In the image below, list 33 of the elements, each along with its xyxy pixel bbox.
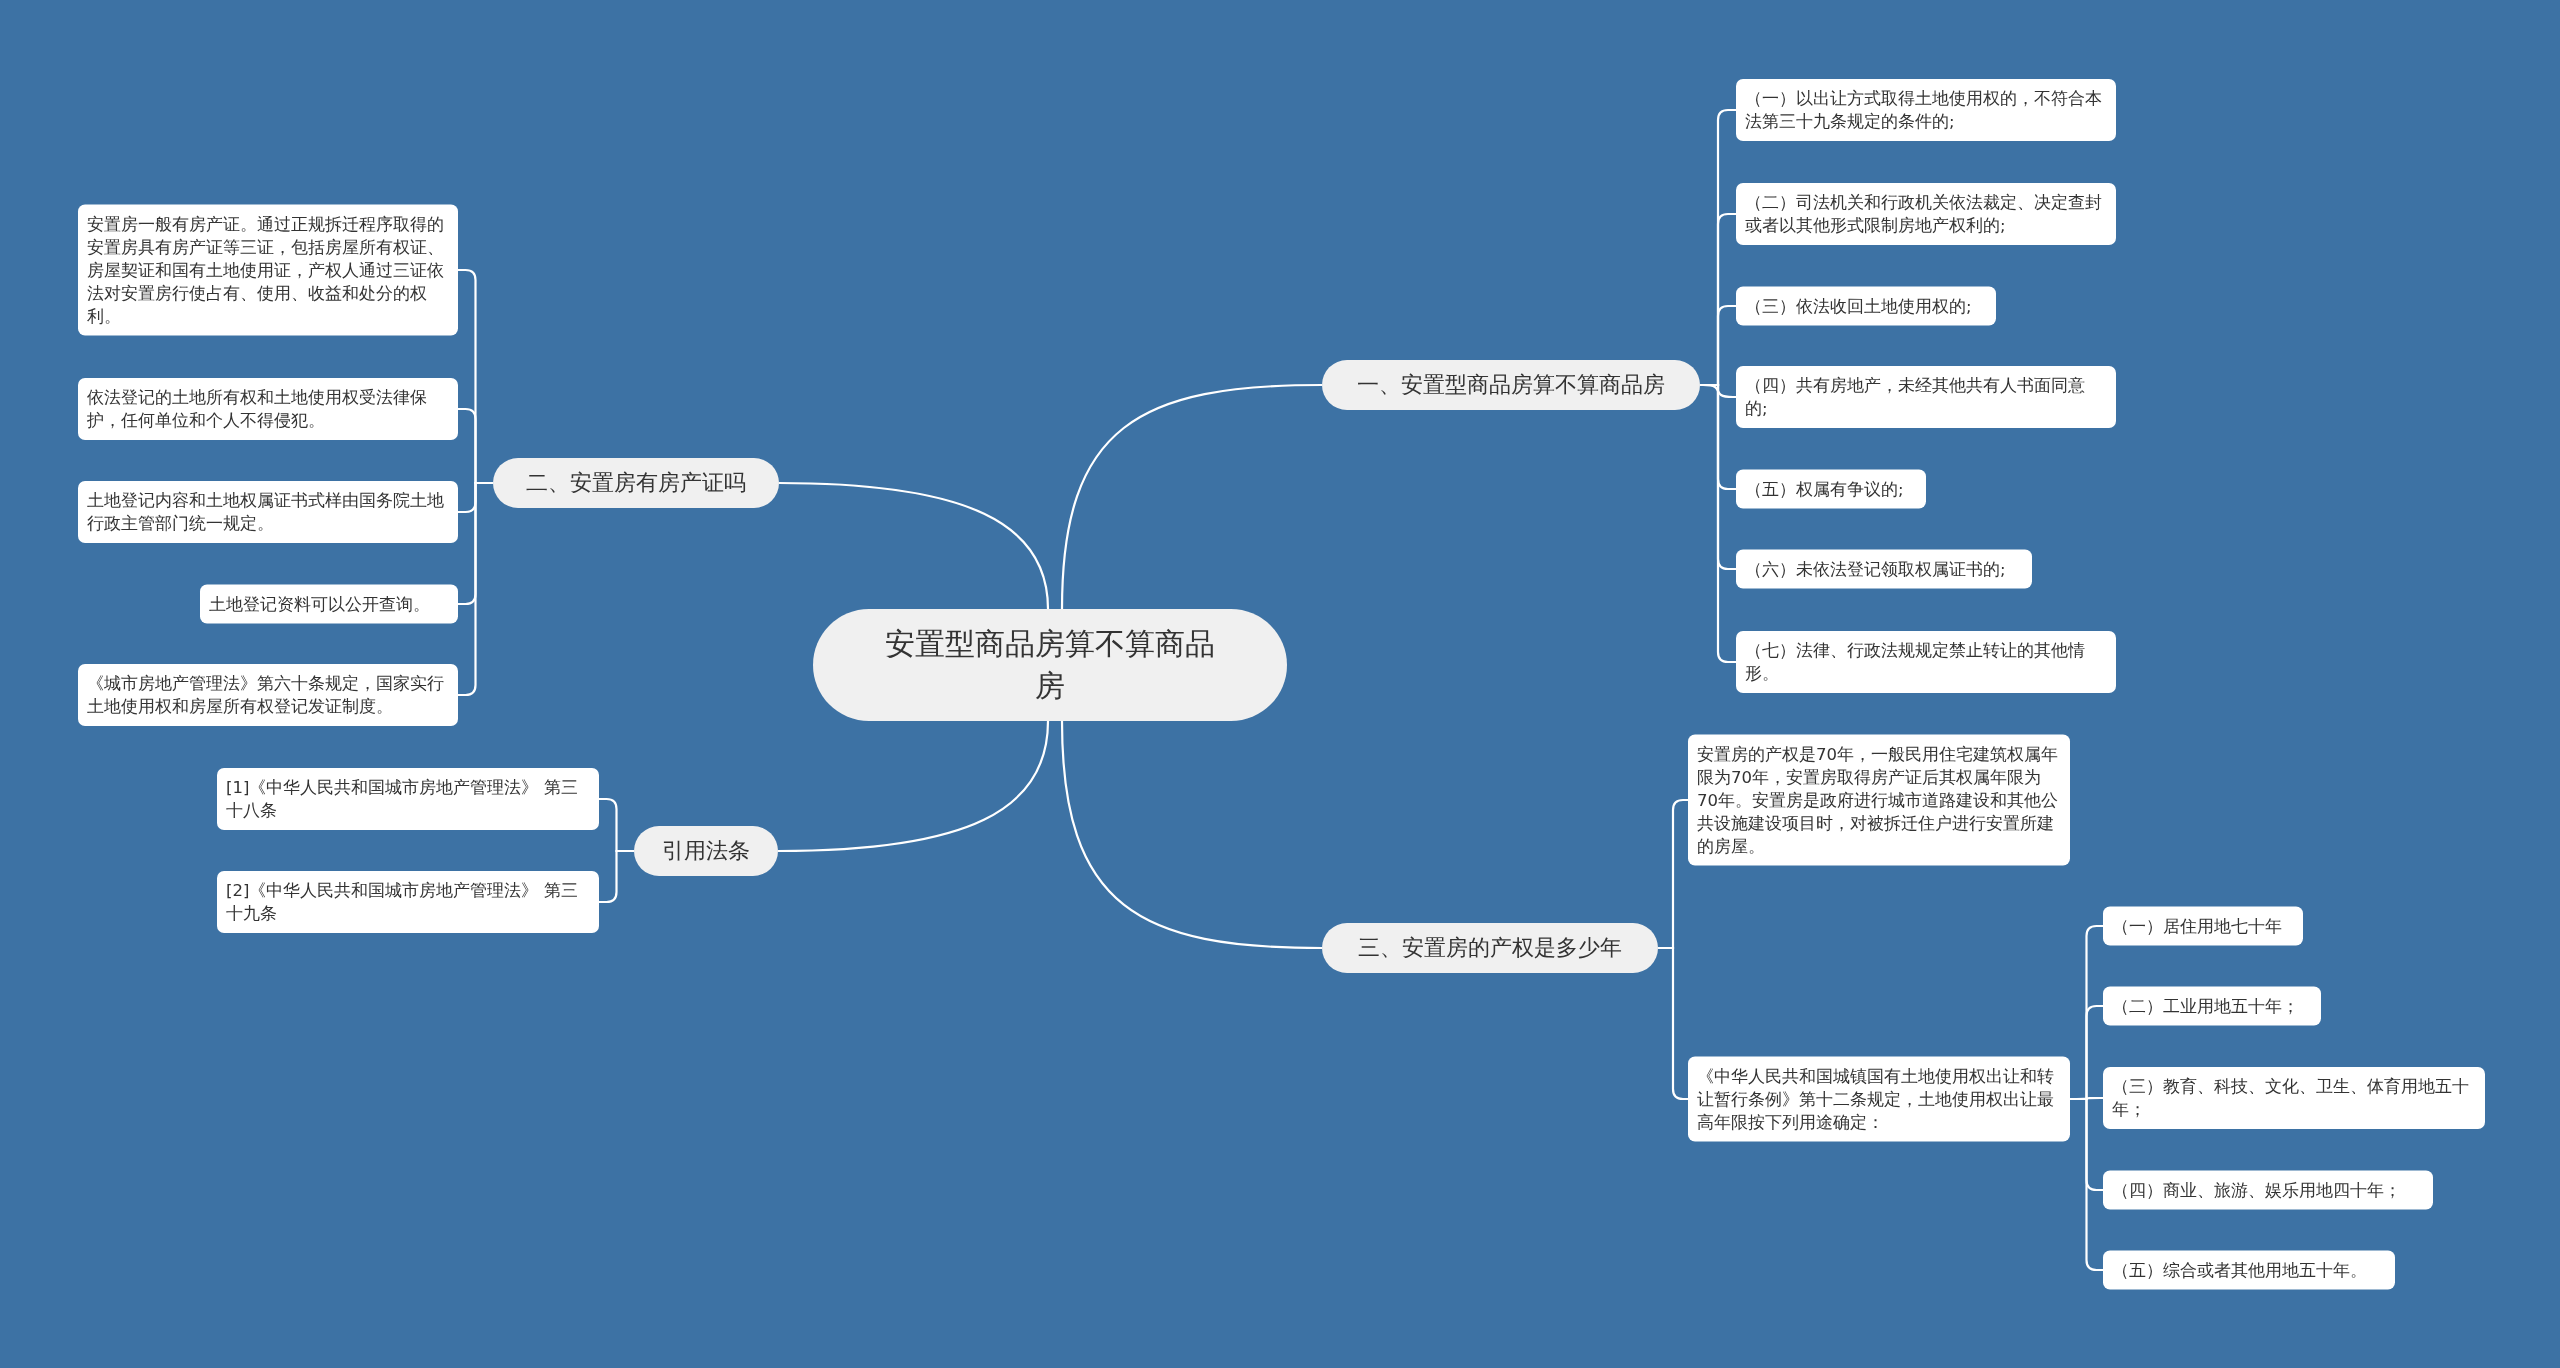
connector-line [777,720,1050,853]
topic-box: 三、安置房的产权是多少年 [1322,923,1658,973]
subtopic-box: 土地登记资料可以公开查询。 [200,584,458,624]
subtopic-box: （一）以出让方式取得土地使用权的，不符合本法第三十九条规定的条件的; [1736,79,2116,141]
subtopic-box: 《中华人民共和国城镇国有土地使用权出让和转让暂行条例》第十二条规定，土地使用权出让最高年限按下列用途确定： [1688,1056,2070,1142]
subtopic-box: （三）依法收回土地使用权的; [1736,286,1996,326]
topic-box: 引用法条 [634,826,778,876]
topic-box: 一、安置型商品房算不算商品房 [1322,360,1700,410]
subtopic-box: （七）法律、行政法规规定禁止转让的其他情形。 [1736,631,2116,693]
subtopic-box: （一）居住用地七十年 [2103,906,2303,946]
subtopic-box: （五）综合或者其他用地五十年。 [2103,1250,2395,1290]
topic-box: 二、安置房有房产证吗 [493,458,779,508]
connector-line [1700,383,1736,664]
connector-line [779,481,1050,610]
subtopic-box: 安置房的产权是70年，一般民用住宅建筑权属年限为70年，安置房取得房产证后其权属年限为70年。安置房是政府进行城市道路建设和其他公共设施建设项目时，对被拆迁住户进行安置所建的房屋。 [1688,734,2070,866]
subtopic-box: （五）权属有争议的; [1736,469,1926,509]
connector-line [2070,1097,2103,1272]
subtopic-box: （三）教育、科技、文化、卫生、体育用地五十年； [2103,1067,2485,1129]
subtopic-box: （四）共有房地产，未经其他共有人书面同意的; [1736,366,2116,428]
subtopic-box: [1]《中华人民共和国城市房地产管理法》 第三十八条 [217,768,599,830]
subtopic-box: 土地登记内容和土地权属证书式样由国务院土地行政主管部门统一规定。 [78,481,458,543]
connector-line [1060,383,1323,610]
connector-line [1060,720,1323,950]
subtopic-box: 《城市房地产管理法》第六十条规定，国家实行土地使用权和房屋所有权登记发证制度。 [78,664,458,726]
subtopic-box: （二）司法机关和行政机关依法裁定、决定查封或者以其他形式限制房地产权利的; [1736,183,2116,245]
subtopic-box: （六）未依法登记领取权属证书的; [1736,549,2032,589]
subtopic-box: [2]《中华人民共和国城市房地产管理法》 第三十九条 [217,871,599,933]
central-topic: 安置型商品房算不算商品房 [813,609,1287,721]
connector-line [599,849,634,904]
subtopic-box: （二）工业用地五十年； [2103,986,2321,1026]
subtopic-box: 安置房一般有房产证。通过正规拆迁程序取得的安置房具有房产证等三证，包括房屋所有权证、房屋契证和国有土地使用证，产权人通过三证依法对安置房行使占有、使用、收益和处分的权利。 [78,204,458,336]
subtopic-box: （四）商业、旅游、娱乐用地四十年； [2103,1170,2433,1210]
subtopic-box: 依法登记的土地所有权和土地使用权受法律保护，任何单位和个人不得侵犯。 [78,378,458,440]
